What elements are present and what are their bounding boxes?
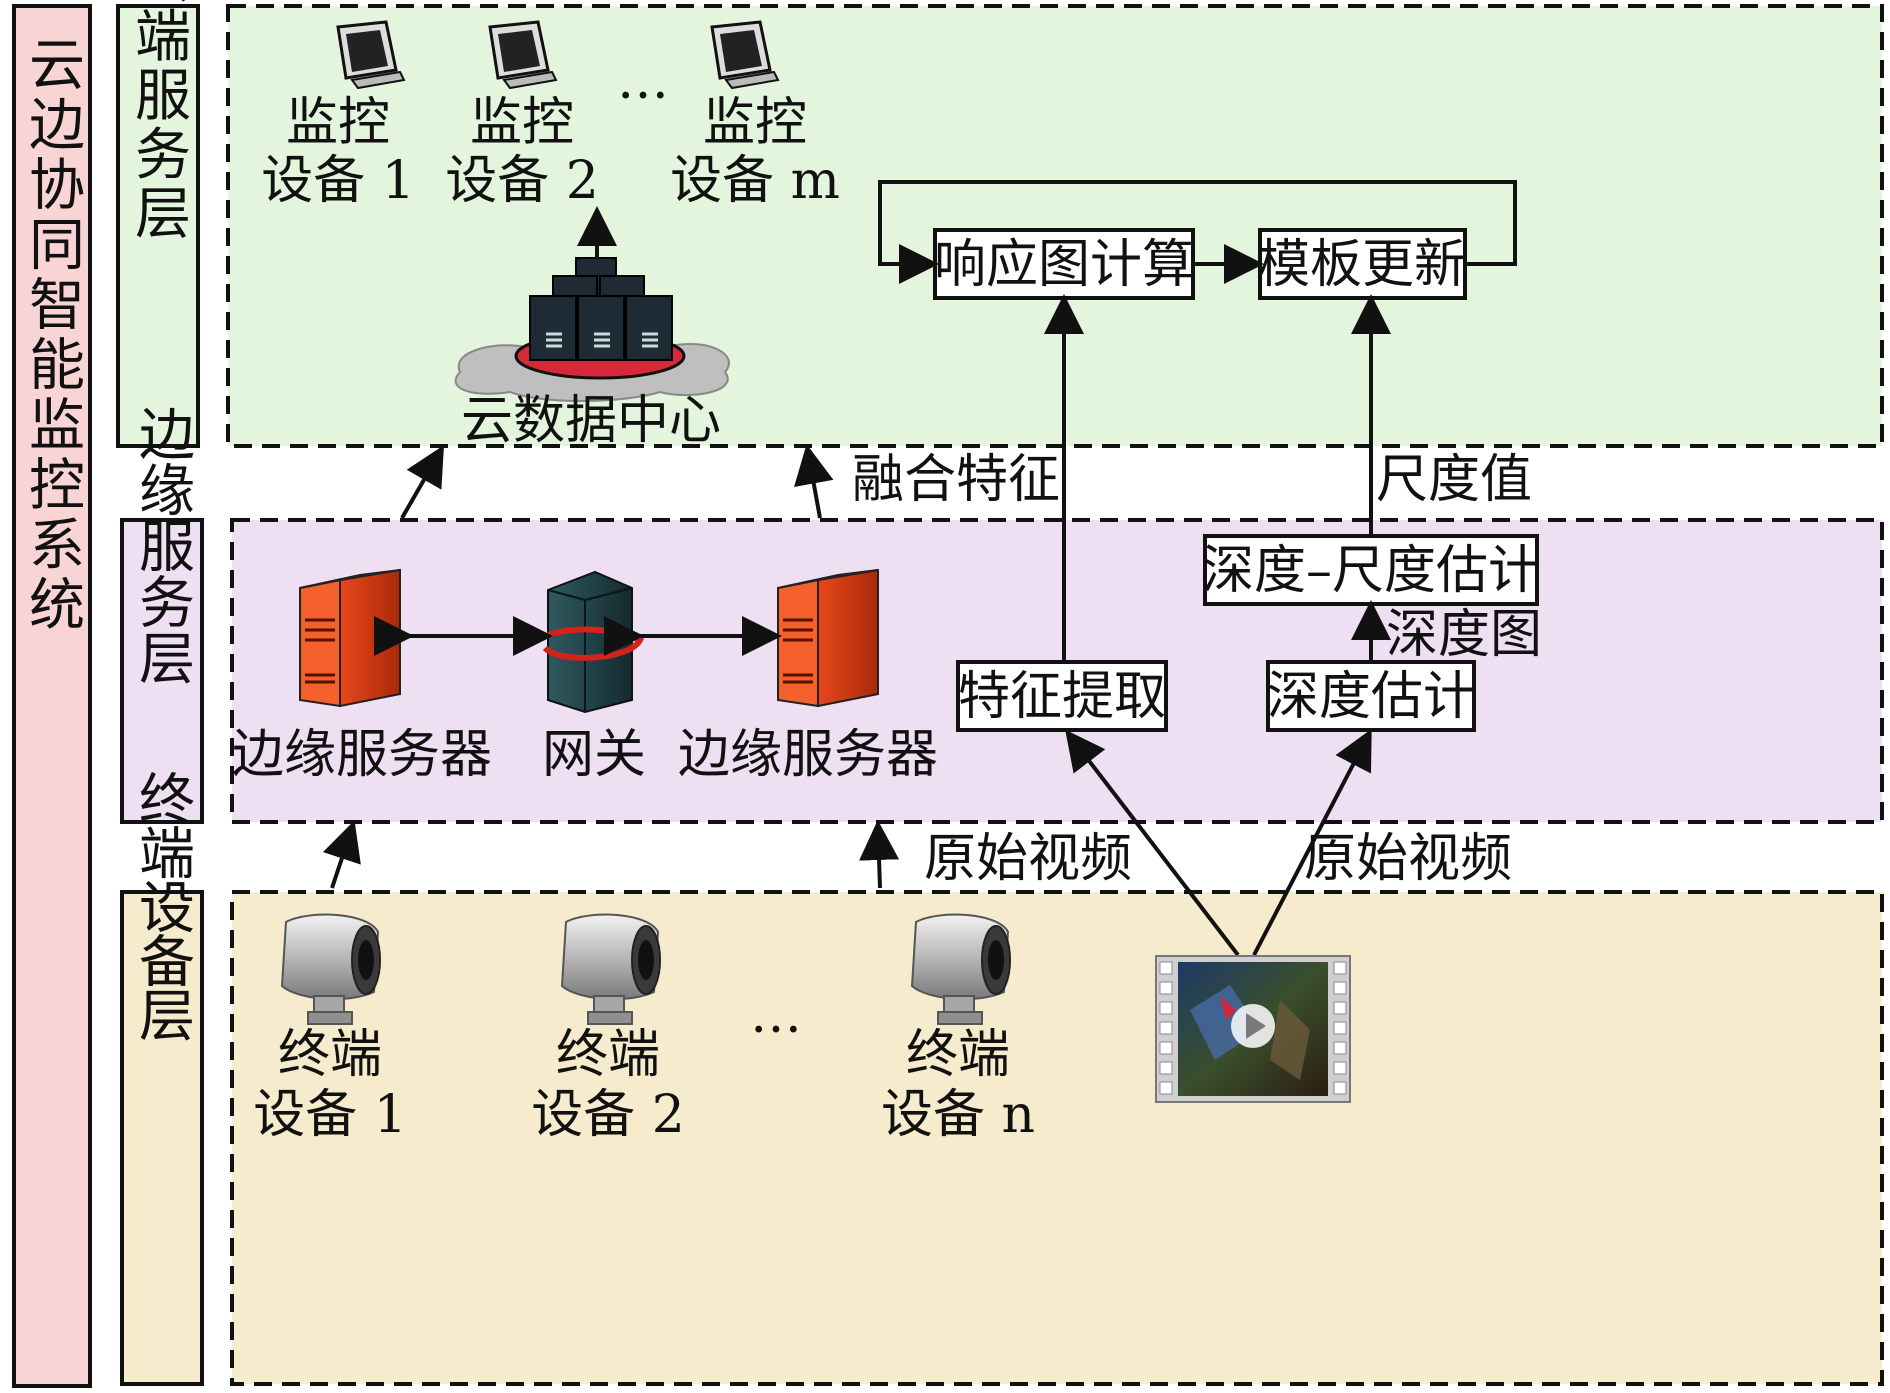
monitor-1-label-line1: 监控 xyxy=(286,93,390,153)
monitor-1-label-line2: 设备 1 xyxy=(261,151,415,211)
monitor-m-label-line1: 监控 xyxy=(703,93,807,153)
terminal-layer-label: 终端设备层 xyxy=(130,770,195,1041)
terminal-n-label-line1: 终端 xyxy=(906,1025,1010,1085)
depth-scale-label: 深度–尺度估计 xyxy=(1202,541,1540,601)
response-map-box xyxy=(933,228,1195,300)
edge-layer-label: 边缘服务层 xyxy=(130,405,195,685)
terminal-2-label-line2: 设备 2 xyxy=(531,1085,685,1145)
gateway-icon xyxy=(536,570,645,714)
monitor-2-label-line1: 监控 xyxy=(470,93,574,153)
gateway-label: 网关 xyxy=(542,725,646,785)
video-to-depth-arrow xyxy=(1252,728,1372,956)
template-update-label: 模板更新 xyxy=(1258,235,1466,295)
system-title-panel: 云边协同智能监控系统 xyxy=(12,4,92,1388)
feature-extraction-label: 特征提取 xyxy=(958,667,1166,727)
edge-server-right-label: 边缘服务器 xyxy=(678,725,938,785)
terminal-to-edge-arrow-2 xyxy=(859,820,900,889)
terminal-to-edge-arrow-1 xyxy=(322,820,361,889)
response-map-label: 响应图计算 xyxy=(934,235,1194,295)
cctv-camera-icon xyxy=(560,913,661,1025)
cctv-camera-icon xyxy=(280,913,381,1025)
system-title: 云边协同智能监控系统 xyxy=(20,35,85,635)
fused-features-label: 融合特征 xyxy=(852,450,1060,510)
terminal-layer-label-box: 终端设备层 xyxy=(120,770,204,1386)
edge-to-cloud-arrow-2 xyxy=(794,444,834,519)
cloud-layer-label: 云端服务层 xyxy=(126,0,191,243)
monitor-2-label-line2: 设备 2 xyxy=(445,151,599,211)
terminal-2-label-line1: 终端 xyxy=(556,1025,660,1085)
cctv-camera-icon xyxy=(910,913,1011,1025)
monitor-icon xyxy=(336,20,406,90)
edge-server-icon xyxy=(299,568,401,708)
edge-server-left-label: 边缘服务器 xyxy=(232,725,492,785)
feature-extraction-box xyxy=(956,660,1168,732)
depth-estimation-label: 深度估计 xyxy=(1267,667,1475,727)
edge-to-cloud-arrow-1 xyxy=(400,445,444,519)
edge-server-icon xyxy=(777,568,879,708)
monitor-icon xyxy=(710,20,780,90)
terminal-1-label-line2: 设备 1 xyxy=(253,1085,407,1145)
terminal-1-label-line1: 终端 xyxy=(278,1025,382,1085)
scale-value-label: 尺度值 xyxy=(1376,450,1532,510)
datacenter-label: 云数据中心 xyxy=(461,391,721,451)
edge-layer-label-box: 边缘服务层 xyxy=(120,405,204,824)
template-update-box xyxy=(1258,228,1467,300)
raw-video-label-2: 原始视频 xyxy=(1304,829,1512,889)
video-to-feature-arrow xyxy=(1065,729,1240,957)
raw-video-label-1: 原始视频 xyxy=(924,829,1132,889)
video-film-icon xyxy=(1155,955,1351,1103)
terminal-layer-panel xyxy=(230,890,1884,1386)
depth-map-label: 深度图 xyxy=(1386,605,1542,665)
cloud-datacenter-icon xyxy=(454,257,730,402)
cloud-layer-label-box: 云端服务层 xyxy=(116,0,200,448)
monitor-ellipsis: … xyxy=(617,51,669,111)
terminal-ellipsis: … xyxy=(750,985,802,1045)
monitor-icon xyxy=(488,20,558,90)
terminal-n-label-line2: 设备 n xyxy=(881,1085,1035,1145)
server-rack-icon xyxy=(529,257,673,361)
feedback-loop-arrow xyxy=(878,180,1517,284)
monitor-m-label-line2: 设备 m xyxy=(670,151,840,211)
